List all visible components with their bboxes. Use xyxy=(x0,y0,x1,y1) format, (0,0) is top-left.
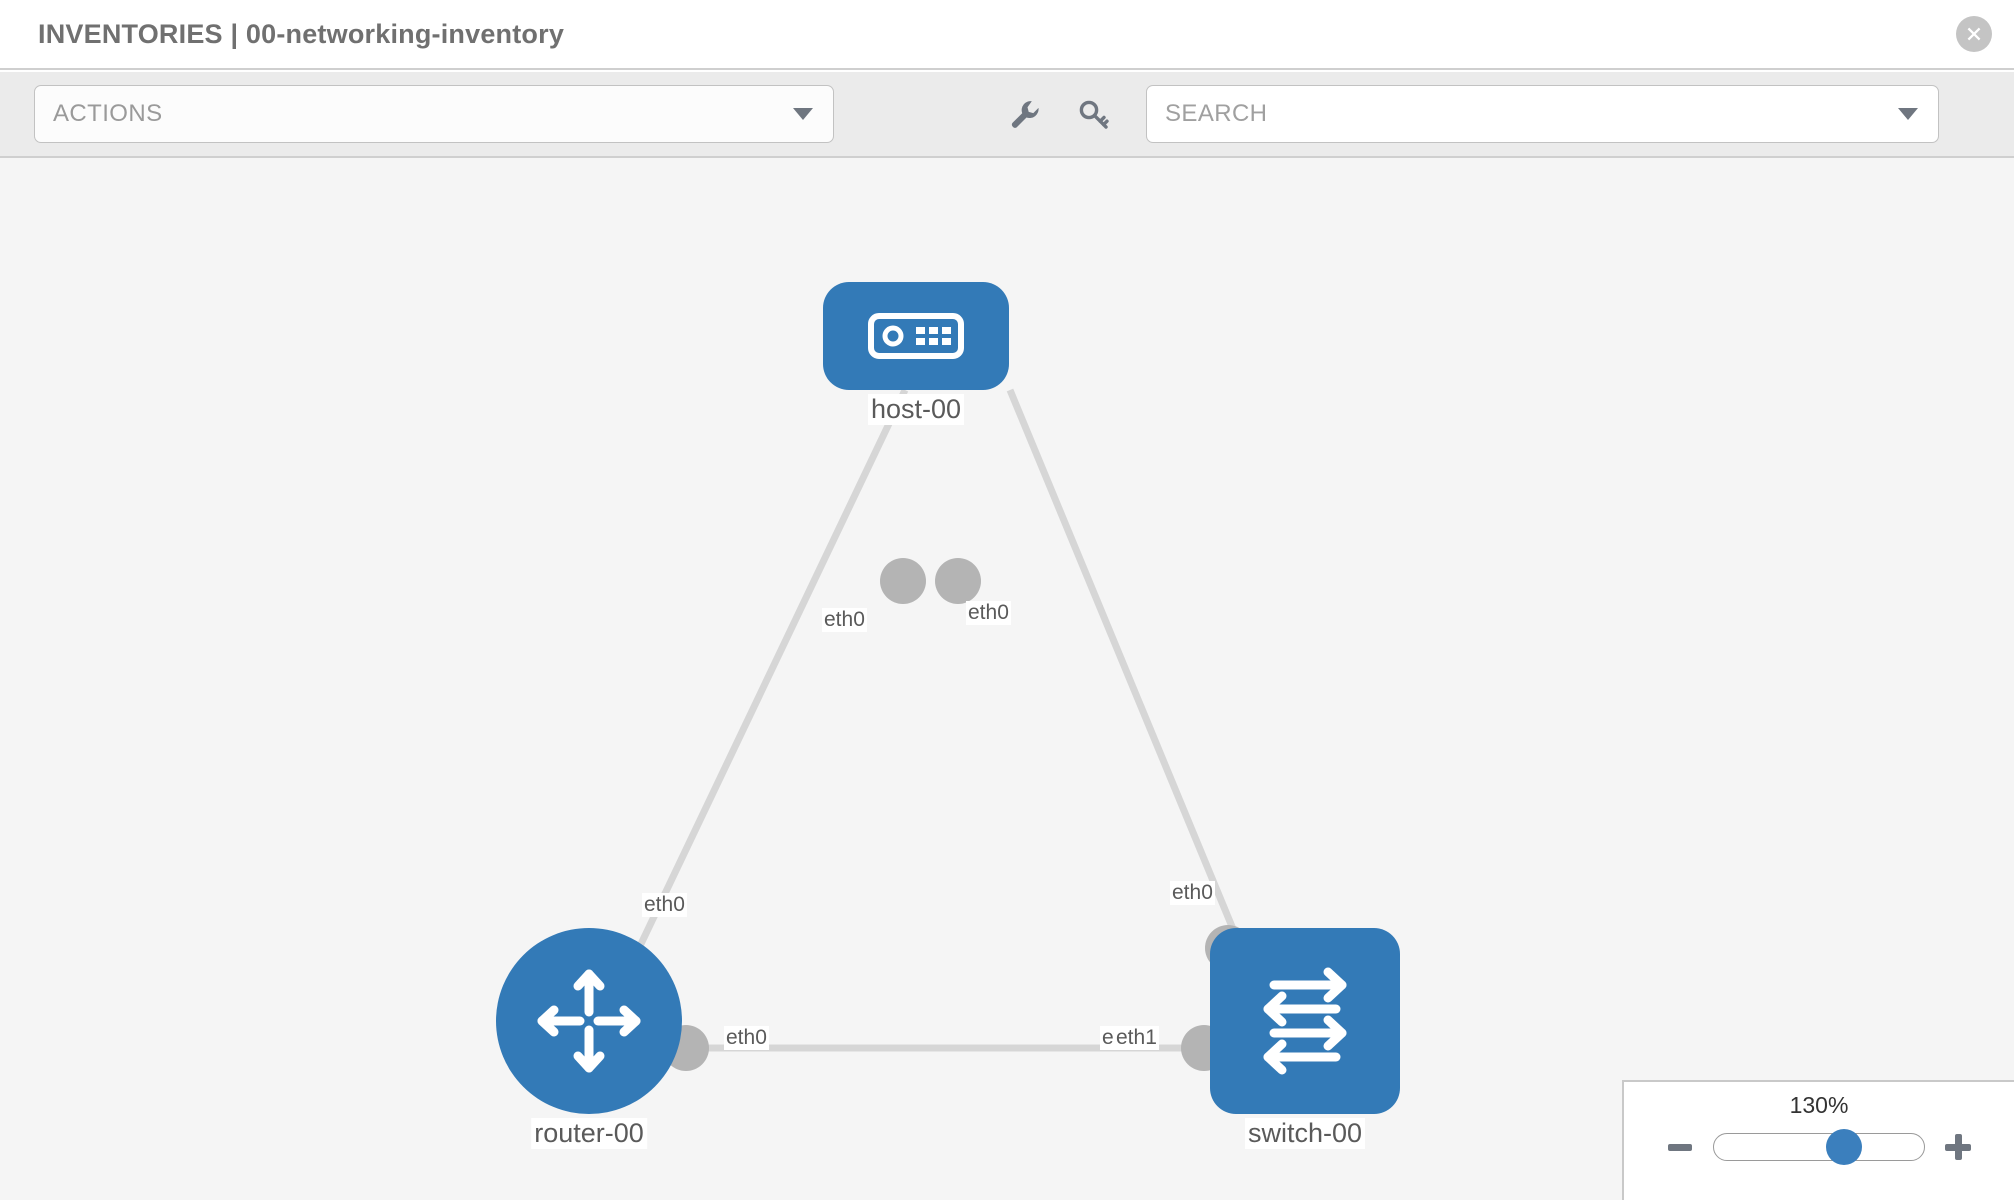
page-header: INVENTORIES | 00-networking-inventory xyxy=(0,0,2014,70)
node-label-router-00: router-00 xyxy=(531,1118,647,1149)
zoom-percent-label: 130% xyxy=(1789,1092,1849,1118)
host-node-shape[interactable] xyxy=(823,282,1009,390)
wrench-icon[interactable] xyxy=(1004,94,1044,134)
node-label-host-00: host-00 xyxy=(867,394,965,425)
edge-label-host-right: eth0 xyxy=(966,601,1011,626)
switch-arrows-icon xyxy=(1263,967,1347,1075)
nub-host-right xyxy=(935,558,981,604)
page-title: INVENTORIES | 00-networking-inventory xyxy=(38,18,565,49)
search-input[interactable]: SEARCH xyxy=(1146,85,1939,143)
toolbar: ACTIONS SEARCH xyxy=(0,72,2014,158)
zoom-in-button[interactable] xyxy=(1941,1130,1975,1164)
zoom-control-panel: 130% xyxy=(1622,1080,2014,1200)
node-router-00[interactable]: router-00 xyxy=(496,928,682,1149)
edge-host-router[interactable] xyxy=(616,388,909,990)
edge-label-switch-up: eth0 xyxy=(1170,881,1215,906)
node-host-00[interactable]: host-00 xyxy=(823,282,1009,425)
zoom-slider-thumb[interactable] xyxy=(1826,1129,1863,1165)
close-icon[interactable] xyxy=(1956,16,1992,52)
chevron-down-icon xyxy=(793,108,813,120)
switch-node-shape[interactable] xyxy=(1210,928,1400,1114)
node-label-switch-00: switch-00 xyxy=(1244,1118,1366,1149)
zoom-slider-track[interactable] xyxy=(1713,1129,1925,1165)
edge-label-router-right: eth0 xyxy=(724,1026,769,1051)
toolbar-icon-group xyxy=(1004,94,1114,134)
zoom-slider-row xyxy=(1624,1129,2014,1165)
zoom-out-button[interactable] xyxy=(1663,1130,1697,1164)
edge-label-host-left: eth0 xyxy=(822,608,867,633)
edge-label-switch-left: eth1 xyxy=(1114,1026,1159,1051)
search-placeholder: SEARCH xyxy=(1165,100,1268,127)
edge-host-switch[interactable] xyxy=(1006,388,1249,960)
nub-host-left xyxy=(880,558,926,604)
node-switch-00[interactable]: switch-00 xyxy=(1210,928,1400,1149)
edge-label-router-up: eth0 xyxy=(642,893,687,918)
topology-canvas[interactable]: host-00 eth0 eth0 router-00 eth0 eth0 xyxy=(0,158,2014,1200)
server-icon xyxy=(868,313,964,359)
actions-dropdown-label: ACTIONS xyxy=(53,100,163,127)
actions-dropdown[interactable]: ACTIONS xyxy=(34,85,834,143)
key-icon[interactable] xyxy=(1074,94,1114,134)
chevron-down-icon[interactable] xyxy=(1898,108,1918,120)
router-arrows-icon xyxy=(537,969,641,1073)
router-node-shape[interactable] xyxy=(496,928,682,1114)
